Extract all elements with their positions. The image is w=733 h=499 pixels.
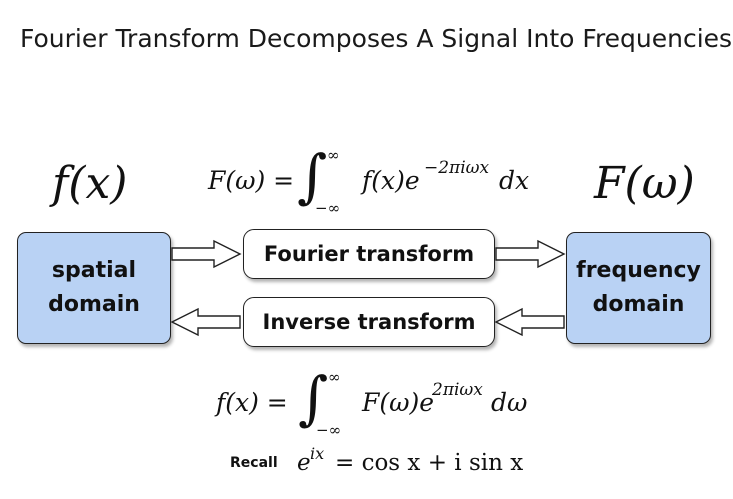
frequency-domain-label: frequency domain	[576, 258, 701, 317]
forward-formula-lhs: F(ω) =	[208, 166, 295, 195]
arrow-spatial-to-fourier	[171, 239, 242, 269]
inverse-integrand: F(ω)e	[362, 388, 435, 417]
fourier-transform-box: Fourier transform	[243, 229, 495, 279]
inverse-lower-limit: −∞	[316, 421, 342, 439]
inverse-exponent: 2πiωx	[432, 380, 483, 400]
arrow-fourier-to-frequency	[495, 239, 566, 269]
arrow-inverse-to-spatial	[170, 307, 241, 337]
arrow-frequency-to-inverse	[494, 307, 565, 337]
euler-exponent: ix	[310, 444, 325, 463]
inverse-transform-label: Inverse transform	[262, 310, 476, 334]
forward-integrand: f(x)e	[362, 166, 420, 195]
euler-base: e	[297, 450, 311, 476]
fourier-transform-label: Fourier transform	[263, 242, 475, 266]
spatial-domain-box: spatial domain	[17, 232, 171, 344]
forward-exponent: −2πiωx	[424, 158, 490, 178]
spatial-function-label: f(x)	[52, 158, 128, 209]
slide-title: Fourier Transform Decomposes A Signal In…	[20, 24, 733, 53]
frequency-function-label: F(ω)	[594, 158, 695, 209]
inverse-differential: dω	[491, 388, 528, 417]
forward-differential: dx	[499, 166, 530, 195]
forward-lower-limit: −∞	[315, 199, 341, 217]
forward-upper-limit: ∞	[327, 146, 340, 164]
forward-integral-sign: ∫	[297, 142, 328, 210]
inverse-upper-limit: ∞	[328, 368, 341, 386]
inverse-formula-lhs: f(x) =	[216, 388, 288, 417]
spatial-domain-label: spatial domain	[48, 258, 140, 317]
frequency-domain-box: frequency domain	[566, 232, 711, 344]
inverse-integral-sign: ∫	[298, 364, 329, 432]
euler-rhs: = cos x + i sin x	[335, 450, 524, 476]
recall-label: Recall	[230, 455, 278, 471]
